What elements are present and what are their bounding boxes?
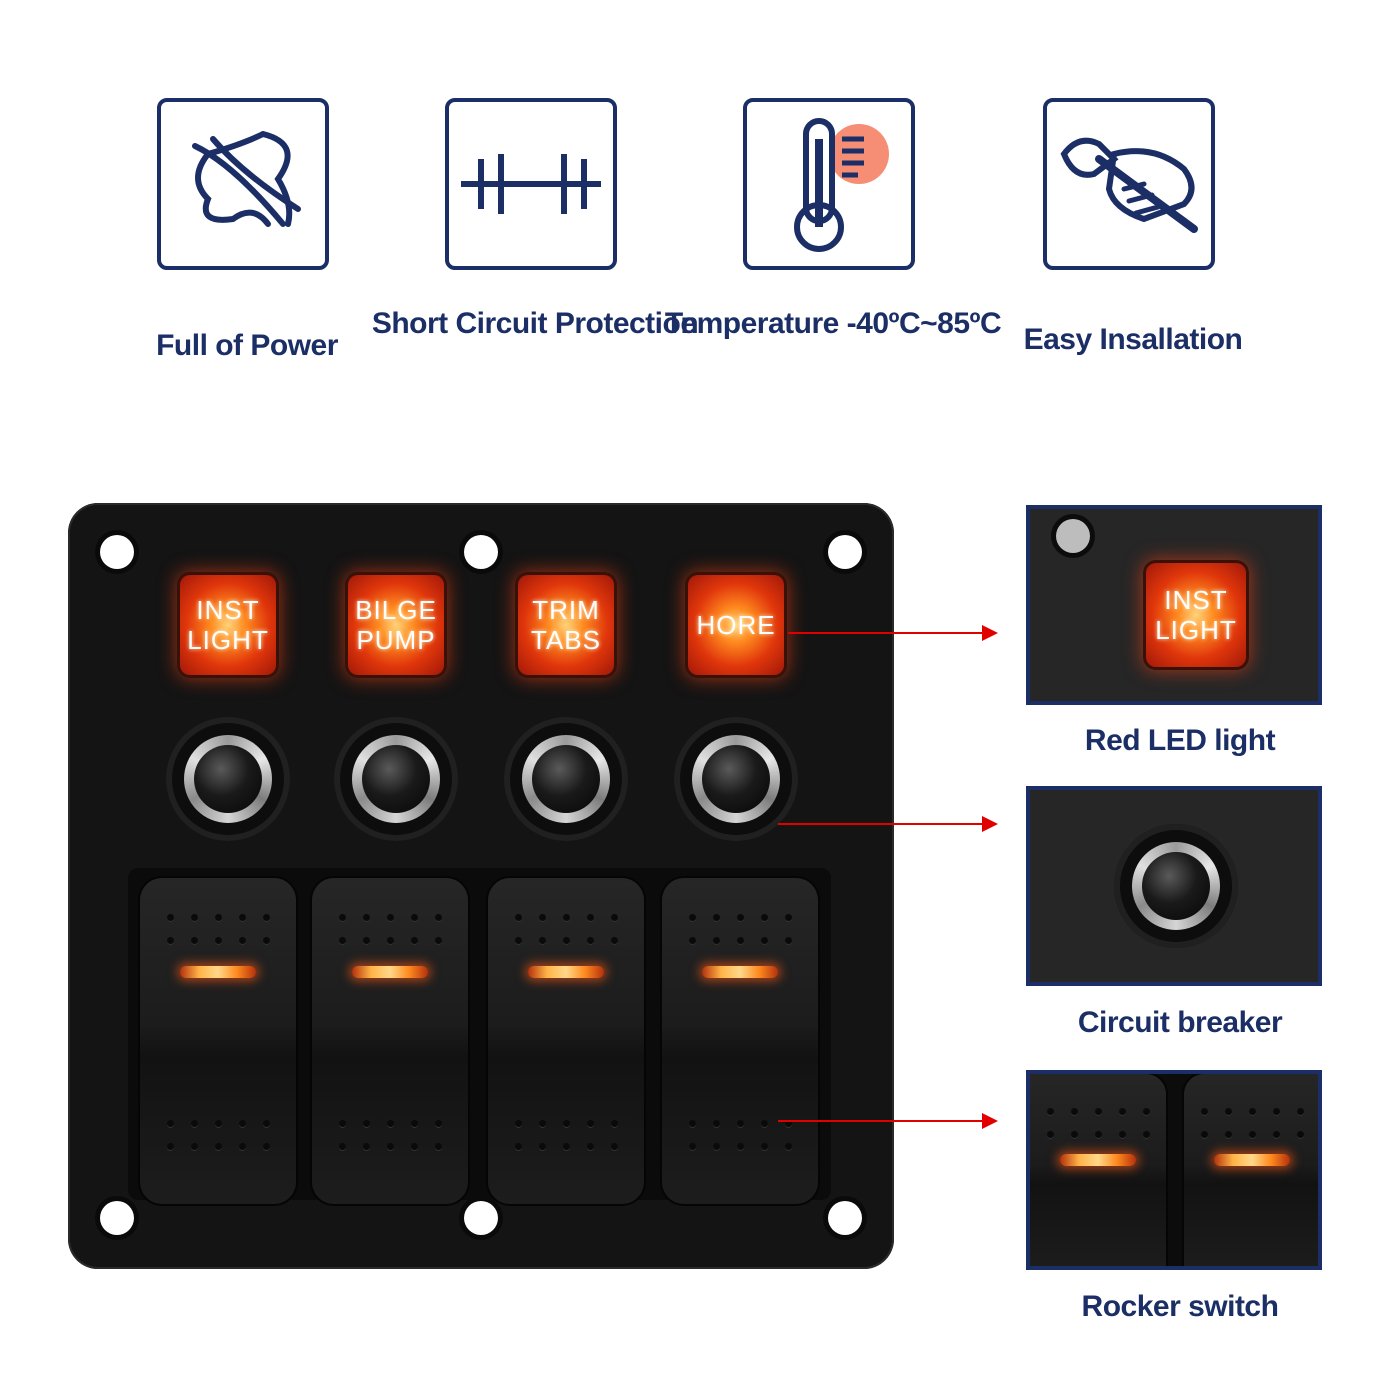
feature-full-of-power: Full of Power bbox=[156, 98, 338, 362]
detail-label: Red LED light bbox=[1084, 724, 1276, 757]
rocker-led bbox=[702, 966, 778, 978]
led-label-inst-light: INST LIGHT bbox=[180, 575, 276, 675]
rocker-switch[interactable] bbox=[662, 878, 818, 1204]
led-label-text: TRIM bbox=[532, 595, 600, 625]
pointer-arrow-led bbox=[788, 625, 998, 641]
switch-panel: INST LIGHT BILGE PUMP TRIM TABS HORE bbox=[68, 503, 894, 1269]
rocker-switch[interactable] bbox=[488, 878, 644, 1204]
screw-hole bbox=[828, 1201, 862, 1235]
feature-label: Short Circuit Protection bbox=[371, 307, 699, 340]
feature-box bbox=[1043, 98, 1215, 270]
feature-easy-installation: Easy Insallation bbox=[1024, 98, 1243, 356]
feature-box bbox=[743, 98, 915, 270]
detail-label: Rocker switch bbox=[1081, 1290, 1279, 1323]
wrench-hand-icon bbox=[1060, 137, 1198, 233]
led-label-trim-tabs: TRIM TABS bbox=[518, 575, 614, 675]
circuit-breaker[interactable] bbox=[166, 717, 290, 841]
feature-label: Full of Power bbox=[156, 329, 338, 362]
led-label-text: BILGE bbox=[355, 595, 437, 625]
rocker-switch[interactable] bbox=[140, 878, 296, 1204]
rocker-led bbox=[1214, 1154, 1290, 1166]
feature-temperature: Temperature -40ºC~85ºC bbox=[665, 98, 1002, 340]
led-label-text: TABS bbox=[531, 625, 601, 655]
feature-label: Easy Insallation bbox=[1023, 323, 1243, 356]
feature-box bbox=[157, 98, 329, 270]
detail-red-led: INST LIGHT bbox=[1026, 505, 1322, 705]
rocker-switch[interactable] bbox=[312, 878, 468, 1204]
rocker-led bbox=[1060, 1154, 1136, 1166]
broken-wire-icon bbox=[192, 131, 301, 227]
rocker-led bbox=[352, 966, 428, 978]
circuit-breaker bbox=[1114, 824, 1238, 948]
circuit-fuse-icon bbox=[461, 154, 601, 214]
screw-hole bbox=[464, 1201, 498, 1235]
led-label-text: LIGHT bbox=[1155, 615, 1237, 645]
led-label-bilge-pump: BILGE PUMP bbox=[348, 575, 444, 675]
detail-rocker-switch bbox=[1026, 1070, 1322, 1270]
led-label-text: INST bbox=[196, 595, 260, 625]
screw-hole bbox=[1056, 519, 1090, 553]
detail-circuit-breaker bbox=[1026, 786, 1322, 986]
rocker-switch bbox=[1184, 1074, 1318, 1266]
led-label-hore: HORE bbox=[688, 575, 784, 675]
feature-short-circuit: Short Circuit Protection bbox=[372, 98, 699, 340]
screw-hole bbox=[100, 535, 134, 569]
feature-box bbox=[445, 98, 617, 270]
screw-hole bbox=[464, 535, 498, 569]
circuit-breaker[interactable] bbox=[334, 717, 458, 841]
circuit-breaker[interactable] bbox=[504, 717, 628, 841]
led-label-text: HORE bbox=[696, 610, 776, 640]
led-label-text: LIGHT bbox=[187, 625, 269, 655]
detail-led-label: INST LIGHT bbox=[1146, 563, 1246, 667]
circuit-breaker[interactable] bbox=[674, 717, 798, 841]
pointer-arrow-breaker bbox=[778, 816, 998, 832]
screw-hole bbox=[100, 1201, 134, 1235]
led-label-text: INST bbox=[1164, 585, 1228, 615]
feature-label: Temperature -40ºC~85ºC bbox=[664, 307, 1002, 340]
pointer-arrow-rocker bbox=[778, 1113, 998, 1129]
rocker-led bbox=[528, 966, 604, 978]
rocker-switch bbox=[1030, 1074, 1166, 1266]
thermometer-icon bbox=[794, 118, 889, 252]
screw-hole bbox=[828, 535, 862, 569]
led-label-text: PUMP bbox=[356, 625, 436, 655]
detail-label: Circuit breaker bbox=[1077, 1006, 1283, 1039]
rocker-led bbox=[180, 966, 256, 978]
